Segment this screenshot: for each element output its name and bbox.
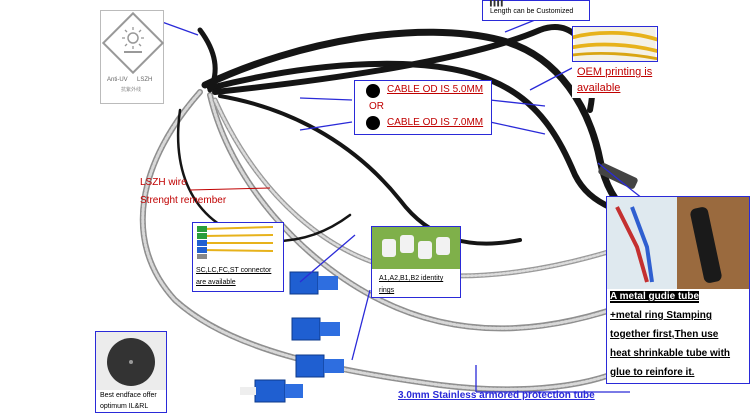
- yellow-cable-image: [572, 26, 658, 62]
- metal-tube-line5: glue to reinfore it.: [610, 367, 695, 378]
- armored-tube-label: 3.0mm Stainless armored protection tube: [398, 390, 595, 401]
- identity-rings-image: [372, 227, 460, 269]
- sc-connectors: [240, 271, 344, 403]
- metal-tube-line4: heat shrinkable tube with: [610, 348, 731, 359]
- connectors-line1: SC,LC,FC,ST connector: [196, 267, 272, 274]
- metal-tube-line3: together first,Then use: [610, 329, 719, 340]
- oem-line1: OEM printing is: [577, 66, 653, 78]
- lszh-icon-text: LSZH: [137, 77, 153, 83]
- length-note-box: ▌▌▌▌ Length can be Customized: [482, 0, 590, 21]
- connector-types-image: [197, 226, 274, 259]
- connectors-box: SC,LC,FC,ST connector are available: [192, 222, 284, 292]
- metal-tube-line1: A metal gudie tube: [610, 291, 700, 303]
- identity-rings-box: A1,A2,B1,B2 identity rings: [371, 226, 461, 298]
- oem-line2: available: [577, 82, 621, 94]
- anti-uv-icon: [102, 12, 164, 74]
- anti-uv-text: Anti-UV: [107, 77, 128, 83]
- connectors-line2: are available: [196, 279, 236, 286]
- strength-member-label: Strenght remember: [140, 195, 227, 206]
- cable-od-option2: CABLE OD IS 7.0MM: [387, 117, 484, 128]
- end-face-image: [96, 332, 166, 390]
- lszh-wire-label: LSZH wire: [140, 177, 187, 188]
- anti-uv-chinese-text: 抗紫外线: [121, 87, 142, 93]
- cable-od-box: CABLE OD IS 5.0MM OR CABLE OD IS 7.0MM: [354, 80, 492, 135]
- end-face-line2: optimum IL&RL: [100, 403, 149, 410]
- end-face-line1: Best endface offer: [100, 392, 157, 399]
- identity-rings-line1: A1,A2,B1,B2 identity: [379, 275, 444, 282]
- length-note-text: Length can be Customized: [490, 8, 574, 15]
- oem-note-box: OEM printing is available: [572, 26, 658, 98]
- metal-tube-image: [607, 197, 749, 289]
- cable-od-or: OR: [369, 101, 384, 112]
- identity-rings-line2: rings: [379, 287, 395, 294]
- bullet-icon: [366, 116, 380, 130]
- anti-uv-box: Anti-UV LSZH 抗紫外线: [100, 10, 164, 104]
- metal-tube-box: A metal gudie tube +metal ring Stamping …: [606, 196, 750, 384]
- cable-od-option1: CABLE OD IS 5.0MM: [387, 84, 484, 95]
- metal-tube-line2: +metal ring Stamping: [610, 310, 712, 321]
- bullet-icon: [366, 84, 380, 98]
- end-face-box: Best endface offer optimum IL&RL: [95, 331, 167, 413]
